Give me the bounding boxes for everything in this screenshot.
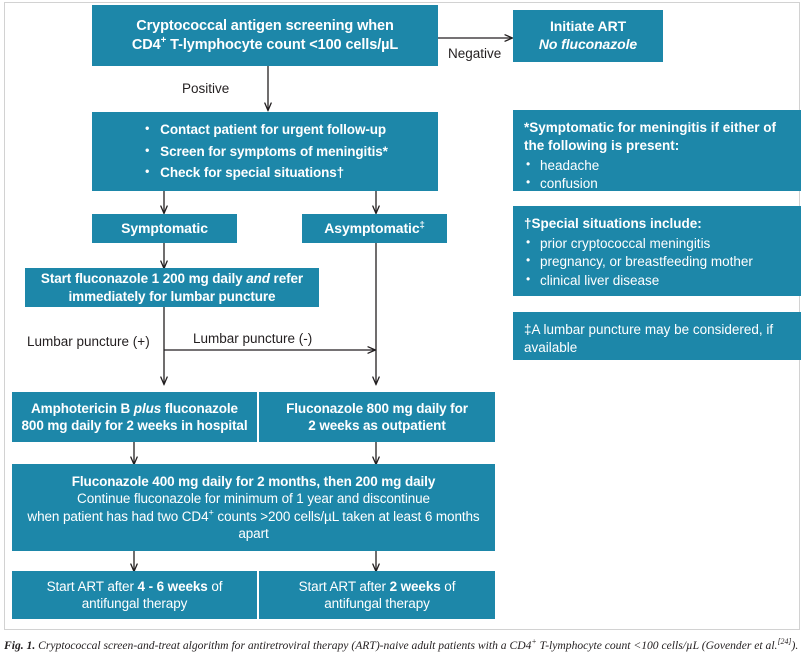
actions-item-2: Screen for symptoms of meningitis* xyxy=(142,141,388,163)
note-lumbar-heading: ‡A lumbar puncture may be considered, if… xyxy=(524,322,774,355)
amphotericin-line-1: Amphotericin B plus fluconazole xyxy=(31,400,238,416)
caption-end: ). xyxy=(791,639,799,652)
note-special-heading: †Special situations include: xyxy=(524,216,702,231)
edge-label-negative: Negative xyxy=(448,46,502,61)
note-symptomatic-item-1: headache xyxy=(526,156,790,175)
box-screening: Cryptococcal antigen screening when CD4+… xyxy=(92,5,438,66)
art-4-6-line-2: antifungal therapy xyxy=(81,596,188,611)
screening-line-1: Cryptococcal antigen screening when xyxy=(136,17,394,34)
box-start-art-4-6-weeks: Start ART after 4 - 6 weeks of antifunga… xyxy=(12,571,257,619)
edge-label-lp-negative: Lumbar puncture (-) xyxy=(193,331,313,346)
note-symptomatic-heading: *Symptomatic for meningitis if either of… xyxy=(524,120,777,153)
caption-body: Cryptococcal screen-and-treat algorithm … xyxy=(38,639,532,652)
maintenance-line-2: Continue fluconazole for minimum of 1 ye… xyxy=(77,491,430,507)
actions-item-1: Contact patient for urgent follow-up xyxy=(142,119,388,141)
note-symptomatic-item-2: confusion xyxy=(526,174,790,193)
art-4-6-line-1: Start ART after 4 - 6 weeks of xyxy=(46,578,223,594)
start-fluconazole-line-1: Start fluconazole 1 200 mg daily and ref… xyxy=(40,271,304,287)
note-special-list: prior cryptococcal meningitis pregnancy,… xyxy=(524,234,790,290)
note-special-item-1: prior cryptococcal meningitis xyxy=(526,234,790,253)
maintenance-line-4: apart xyxy=(238,525,269,541)
note-symptomatic-list: headache confusion xyxy=(524,156,790,194)
screening-line-2: CD4+ T-lymphocyte count <100 cells/µL xyxy=(131,34,399,53)
caption-sup: + xyxy=(531,637,537,647)
caption-body-2: T-lymphocyte count <100 cells/µL (Govend… xyxy=(536,639,778,652)
box-actions: Contact patient for urgent follow-up Scr… xyxy=(92,112,438,191)
box-asymptomatic: Asymptomatic‡ xyxy=(302,214,447,243)
maintenance-line-3: when patient has had two CD4+ counts >20… xyxy=(27,507,480,524)
box-start-fluconazole: Start fluconazole 1 200 mg daily and ref… xyxy=(25,268,319,307)
initiate-art-line-1: Initiate ART xyxy=(549,18,627,35)
note-special-item-3: clinical liver disease xyxy=(526,271,790,290)
fluconazole-outpatient-line-2: 2 weeks as outpatient xyxy=(308,418,446,433)
box-fluconazole-outpatient: Fluconazole 800 mg daily for 2 weeks as … xyxy=(259,392,495,442)
box-start-art-2-weeks: Start ART after 2 weeks of antifungal th… xyxy=(259,571,495,619)
symptomatic-label: Symptomatic xyxy=(121,219,208,236)
edge-label-lp-positive: Lumbar puncture (+) xyxy=(27,334,150,349)
note-special-situations: †Special situations include: prior crypt… xyxy=(513,206,801,296)
edge-label-positive: Positive xyxy=(182,81,230,96)
actions-item-3: Check for special situations† xyxy=(142,162,388,184)
caption-prefix: Fig. 1. xyxy=(4,639,36,652)
asymptomatic-label: Asymptomatic‡ xyxy=(324,218,425,236)
box-amphotericin: Amphotericin B plus fluconazole 800 mg d… xyxy=(12,392,257,442)
note-symptomatic-definition: *Symptomatic for meningitis if either of… xyxy=(513,110,801,191)
figure-caption: Fig. 1. Cryptococcal screen-and-treat al… xyxy=(4,637,802,655)
actions-list: Contact patient for urgent follow-up Scr… xyxy=(142,119,388,184)
amphotericin-line-2: 800 mg daily for 2 weeks in hospital xyxy=(21,418,248,433)
box-maintenance: Fluconazole 400 mg daily for 2 months, t… xyxy=(12,464,495,551)
fluconazole-outpatient-line-1: Fluconazole 800 mg daily for xyxy=(286,400,468,416)
art-2-line-2: antifungal therapy xyxy=(324,596,430,611)
initiate-art-line-2: No fluconazole xyxy=(538,36,638,52)
caption-reference: [24] xyxy=(777,637,792,647)
note-special-item-2: pregnancy, or breastfeeding mother xyxy=(526,252,790,271)
start-fluconazole-line-2: immediately for lumbar puncture xyxy=(68,288,276,304)
box-initiate-art: Initiate ART No fluconazole xyxy=(513,10,663,62)
box-symptomatic: Symptomatic xyxy=(92,214,237,243)
note-lumbar-puncture: ‡A lumbar puncture may be considered, if… xyxy=(513,312,801,360)
maintenance-line-1: Fluconazole 400 mg daily for 2 months, t… xyxy=(71,473,436,489)
art-2-line-1: Start ART after 2 weeks of xyxy=(298,578,456,594)
